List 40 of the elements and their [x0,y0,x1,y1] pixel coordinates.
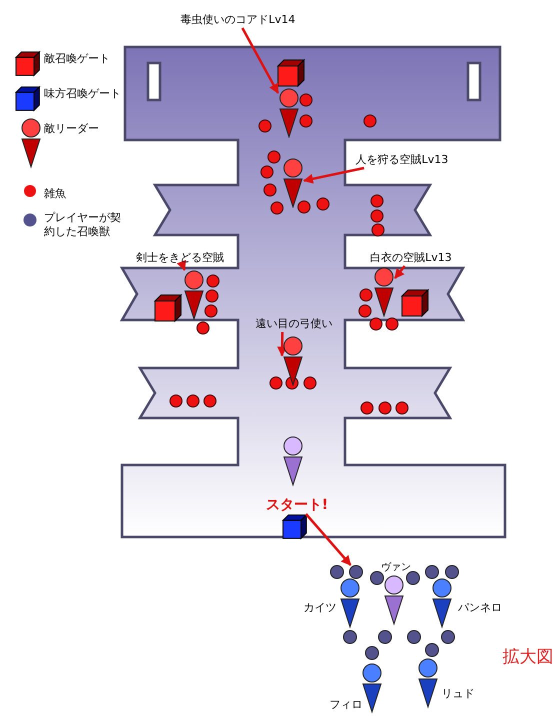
summon-beast-dot [370,571,384,585]
enemy-name-label: 人を狩る空賊Lv13 [352,152,452,168]
arrow [277,332,288,357]
arrow [303,166,364,184]
enemy-name-label: 毒虫使いのコアドLv14 [178,12,298,28]
summon-beast-dot [365,646,379,660]
enemy-leader-icon [282,336,304,386]
summon-beast-dot [425,643,439,657]
enemy-name-label: 白衣の空賊Lv13 [366,250,456,266]
legend-text: 敵召喚ゲート [44,52,111,66]
start-label: スタート! [262,496,332,514]
zoom-view-label: 拡大図 [502,646,554,669]
arrow [241,27,280,94]
enemy-leader-icon [373,267,395,317]
arrow [305,513,352,566]
character-name: カイツ [302,600,338,616]
summon-beast-dot [445,565,459,579]
summon-beast-dot [349,565,363,579]
character-name: ヴァン [380,561,412,575]
enemy-name-label: 剣士をきどる空賊 [132,250,228,266]
character-name: パンネロ [457,600,503,616]
enemy-leader-icon [278,88,300,138]
summon-beast-dot [343,630,357,644]
legend-text: 敵リーダー [44,122,100,136]
enemy-leader-icon [282,158,304,208]
arrow [394,265,406,279]
summon-beast-dot [378,630,392,644]
legend-text: プレイヤーが契約した召喚獣 [44,211,122,239]
summon-beast-dot [330,565,344,579]
enemy-name-label: 遠い目の弓使い [252,316,336,332]
character-name: リュド [440,686,476,702]
legend-text: 雑魚 [44,187,67,201]
summon-beast-dot [406,571,420,585]
summon-beast-dot [441,630,455,644]
summon-beast-dot [407,630,421,644]
arrow [176,260,186,271]
legend-text: 味方召喚ゲート [44,87,122,101]
summon-beast-dot [425,565,439,579]
enemy-leader-icon [183,270,205,320]
character-name: フィロ [328,697,364,713]
